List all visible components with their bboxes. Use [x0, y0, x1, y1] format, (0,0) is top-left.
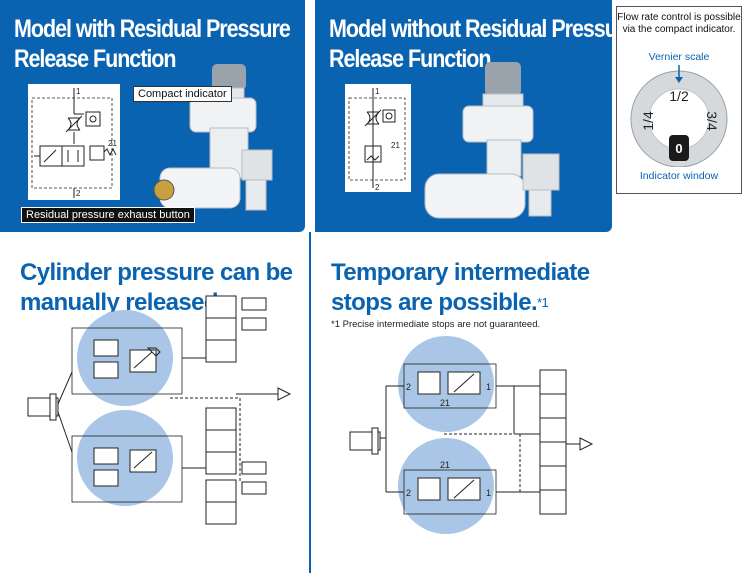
scale-three-quarter: 3/4 [704, 111, 720, 131]
scale-quarter: 1/4 [640, 111, 656, 131]
port-label-2-bottom: 2 [406, 488, 411, 498]
port-label-1: 1 [375, 87, 380, 96]
panel-title-without-release: Model without Residual Pressure Release … [329, 14, 636, 74]
callout-compact-indicator: Compact indicator [133, 86, 232, 102]
vernier-scale-label: Vernier scale [648, 51, 710, 63]
indicator-window-label: Indicator window [639, 170, 719, 182]
title-line1: Model with Residual Pressure [14, 15, 291, 43]
port-label-21-top: 21 [440, 398, 450, 408]
flow-rate-note: Flow rate control is possible via the co… [617, 12, 741, 36]
port-label-1-top: 1 [486, 382, 491, 392]
heading-cylinder-release: Cylinder pressure can be manually releas… [20, 258, 293, 318]
note-line1: Flow rate control is possible [617, 12, 741, 23]
callout-exhaust-button: Residual pressure exhaust button [21, 207, 195, 223]
title-line1: Model without Residual Pressure [329, 15, 636, 43]
footnote-mark: *1 [537, 295, 549, 310]
port-label-21: 21 [108, 139, 117, 148]
panel-with-release: Model with Residual Pressure Release Fun… [0, 0, 305, 232]
footnote-intermediate-stops: *1 Precise intermediate stops are not gu… [331, 319, 541, 330]
vernier-dial: 1/2 1/4 3/4 0 [630, 65, 728, 167]
heading-intermediate-stops: Temporary intermediate stops are possibl… [331, 258, 590, 318]
title-line2: Release Function [329, 45, 492, 73]
panel-without-release: Model without Residual Pressure Release … [315, 0, 636, 232]
port-label-2: 2 [76, 189, 81, 198]
panel-title-with-release: Model with Residual Pressure Release Fun… [14, 14, 291, 74]
port-label-1: 1 [76, 87, 81, 96]
scale-zero: 0 [675, 141, 682, 156]
title-line2: Release Function [14, 45, 177, 73]
schematic-symbol-with-release: 1 2 21 [28, 84, 120, 200]
scale-half: 1/2 [669, 88, 689, 104]
circuit-diagram-left [27, 295, 292, 525]
port-label-21: 21 [391, 141, 400, 150]
port-label-21-bottom: 21 [440, 460, 450, 470]
port-label-1-bottom: 1 [486, 488, 491, 498]
heading-line1: Temporary intermediate [331, 259, 590, 286]
note-line2: via the compact indicator. [622, 24, 736, 35]
product-image-with-release [153, 64, 273, 211]
heading-line2: stops are possible. [331, 289, 538, 316]
port-label-2-top: 2 [406, 382, 411, 392]
heading-line1: Cylinder pressure can be [20, 259, 293, 286]
schematic-symbol-without-release: 1 2 21 [345, 84, 411, 192]
circuit-diagram-right: 2 21 1 21 2 1 [349, 336, 594, 534]
flow-rate-callout: Flow rate control is possible via the co… [616, 6, 742, 194]
port-label-2: 2 [375, 183, 380, 192]
section-divider [309, 232, 311, 573]
product-image-without-release [424, 62, 560, 219]
